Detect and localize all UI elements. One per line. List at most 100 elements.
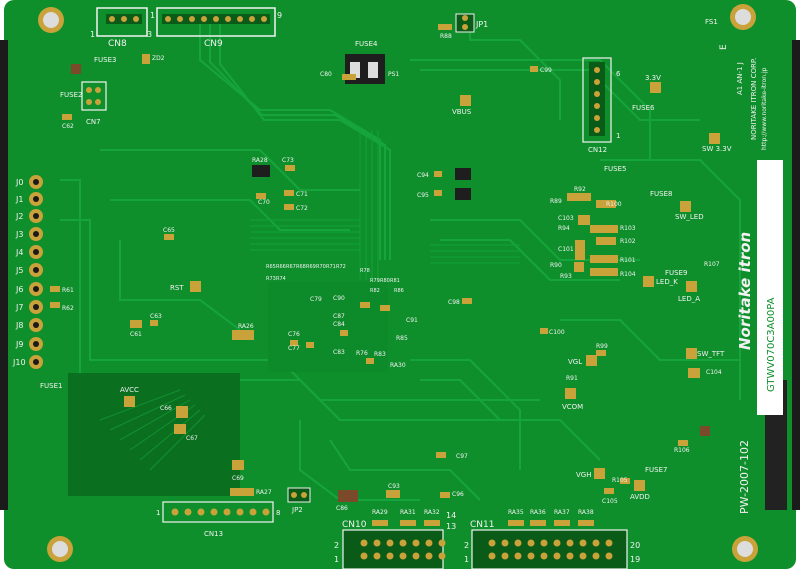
cn8-pin-b: 3: [147, 30, 152, 39]
j-pin-row: J9: [15, 337, 43, 351]
sw-tft-label: SW_TFT: [697, 350, 725, 358]
label-ra35: RA35: [508, 509, 524, 516]
fuse2-label: FUSE2: [60, 91, 82, 99]
cn12-pin-a: 6: [616, 70, 621, 78]
label-c76: C76: [288, 331, 300, 338]
label-r62: R62: [62, 305, 74, 312]
label-c98: C98: [448, 299, 460, 306]
label-r100: R100: [606, 201, 622, 208]
fs1-label: FS1: [705, 18, 718, 26]
label-r82: R82: [370, 288, 380, 294]
label-c61: C61: [130, 331, 142, 338]
j-pin-row: J6: [15, 282, 43, 296]
j-pin-label: J4: [15, 248, 23, 257]
label-ra38: RA38: [578, 509, 594, 516]
label-c63: C63: [150, 313, 162, 320]
led-k-label: LED_K: [656, 278, 678, 286]
j-pin-row: J5: [15, 263, 43, 277]
sw33-label: SW 3.3V: [702, 145, 732, 153]
label-c94: C94: [417, 172, 429, 179]
j-pin-label: J1: [15, 195, 23, 204]
j-pin-label: J0: [15, 178, 23, 187]
label-r71: R71: [326, 264, 336, 270]
label-c66: C66: [160, 405, 172, 412]
cn11-pin-d: 19: [630, 555, 640, 564]
label-r102: R102: [620, 238, 636, 245]
vbus-label: VBUS: [452, 108, 472, 116]
label-r90: R90: [550, 262, 562, 269]
cn13-label: CN13: [204, 530, 223, 538]
label-c96: C96: [452, 491, 464, 498]
cn8-label: CN8: [108, 39, 127, 49]
label-r88: R88: [440, 33, 452, 40]
label-c67: C67: [186, 435, 198, 442]
label-r80: R80: [380, 278, 390, 284]
label-ps1: PS1: [388, 71, 399, 78]
j-pin-label: J8: [15, 321, 23, 330]
fuse8-label: FUSE8: [650, 190, 672, 198]
sw-led-label: SW_LED: [675, 213, 704, 221]
vgh-label: VGH: [576, 471, 591, 479]
label-r76: R76: [356, 350, 368, 357]
label-c77: C77: [288, 345, 300, 352]
cn10-pin-a: 2: [334, 541, 339, 550]
fuse-labels: FUSE3 FUSE2 FUSE4 FUSE6 FUSE5 FUSE8 FUSE…: [40, 18, 718, 474]
label-c79: C79: [310, 296, 322, 303]
connector-cn8: CN8 1 3: [90, 7, 152, 49]
j-pin-label: J2: [15, 212, 23, 221]
cn7-label: CN7: [86, 118, 101, 126]
label-r73: R73: [266, 276, 276, 282]
cn10-pin-c: 14: [446, 511, 456, 520]
cn9-pin-a: 1: [150, 11, 155, 20]
fuse1-label: FUSE1: [40, 382, 62, 390]
cn10-pin-d: 13: [446, 522, 456, 531]
cn12-label: CN12: [588, 146, 607, 154]
rst-label: RST: [170, 284, 184, 292]
cn10-label: CN10: [342, 520, 367, 530]
label-c80: C80: [320, 71, 332, 78]
j-pin-row: J7: [15, 300, 43, 314]
fine-labels: R65 R66 R67 R68 R69 R70 R71 R72 R73 R74 …: [266, 264, 404, 294]
connector-cn12: CN12 6 1: [582, 57, 621, 154]
label-r81: R81: [390, 278, 400, 284]
j-pin-row: J2: [15, 209, 43, 223]
label-r72: R72: [336, 264, 346, 270]
connector-cn10: CN10 2 1 14 13: [334, 511, 456, 570]
fuse3-label: FUSE3: [94, 56, 116, 64]
label-c82: C83: [333, 349, 345, 356]
right-edge-strip: [792, 40, 800, 510]
left-edge-strip: [0, 40, 8, 510]
label-r103: R103: [620, 225, 636, 232]
cert-mark: E: [719, 44, 729, 50]
smd-pads: [50, 24, 710, 526]
label-r99: R99: [596, 343, 608, 350]
cn11-pin-a: 2: [464, 541, 469, 550]
label-c71: C71: [296, 191, 308, 198]
label-c62: C62: [62, 123, 74, 130]
cn12-pin-b: 1: [616, 132, 620, 140]
label-c104: C104: [706, 369, 722, 376]
label-r67: R67: [286, 264, 296, 270]
board-id: PW-2007-102: [738, 440, 751, 514]
label-ra27: RA27: [256, 489, 272, 496]
cn13-pin-a: 1: [156, 509, 160, 517]
label-r86: R86: [394, 288, 404, 294]
label-r91: R91: [566, 375, 578, 382]
cn9-pin-b: 9: [277, 11, 282, 20]
label-r107: R107: [704, 261, 720, 268]
label-ra32: RA32: [424, 509, 440, 516]
label-c93: C93: [388, 483, 400, 490]
label-ra26: RA26: [238, 323, 254, 330]
label-r69: R69: [306, 264, 316, 270]
connector-cn9: CN9 1 9: [150, 7, 282, 49]
label-r83: R83: [374, 351, 386, 358]
label-c105: C105: [602, 498, 618, 505]
fuse9-label: FUSE9: [665, 269, 687, 277]
label-c100: C100: [549, 329, 565, 336]
avdd-label: AVDD: [630, 493, 650, 501]
chip-area: [268, 282, 388, 372]
vgl-label: VGL: [568, 358, 582, 366]
j-pin-row: J1: [15, 192, 43, 206]
label-r92: R92: [574, 186, 586, 193]
